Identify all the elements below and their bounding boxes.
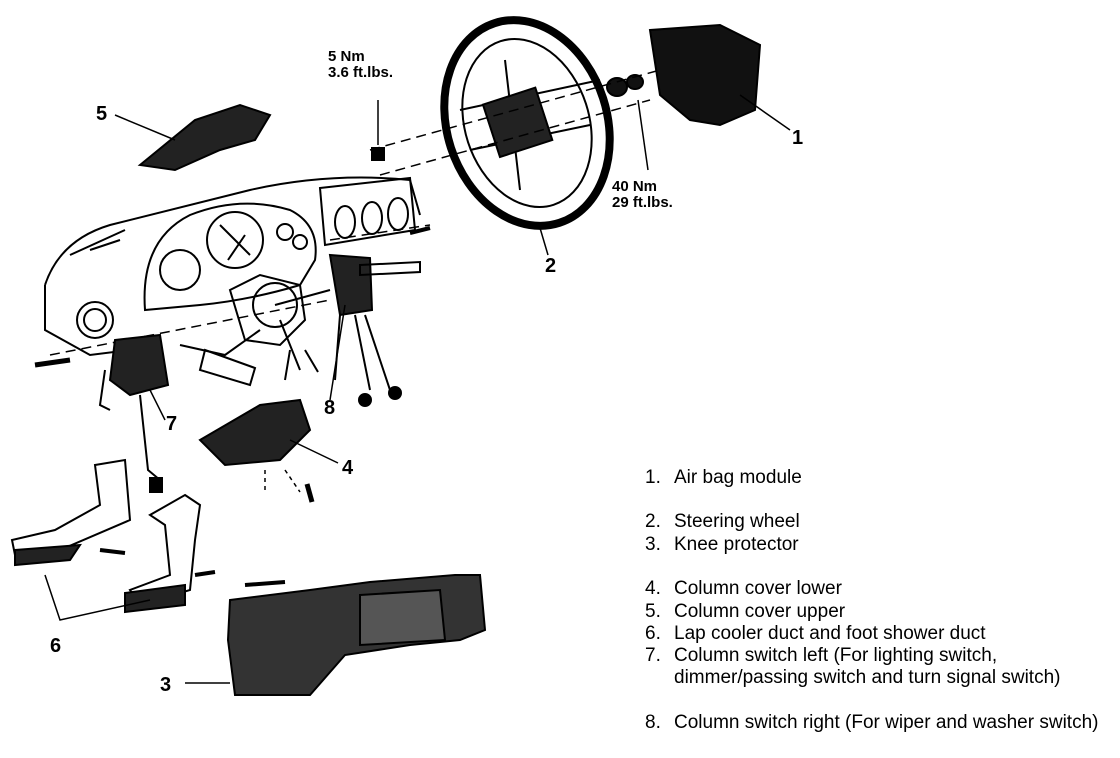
- callout-3: 3: [160, 674, 172, 696]
- torque-spec-nut: 5 Nm 3.6 ft.lbs.: [328, 49, 393, 81]
- legend-text: Column cover upper: [674, 601, 846, 622]
- assembly-axis: [49, 69, 661, 356]
- legend-text: Column switch right (For wiper and washe…: [674, 712, 1099, 733]
- legend-text: Column switch left (For lighting switch,…: [674, 645, 1061, 688]
- torque-ftlb: 29 ft.lbs.: [612, 194, 673, 211]
- callout-8: 8: [324, 397, 336, 419]
- legend-number: 3.: [645, 534, 661, 555]
- leader-5: [114, 114, 176, 141]
- legend-text: Air bag module: [674, 467, 802, 488]
- callout-2: 2: [545, 255, 557, 277]
- air-bag-module: [648, 23, 762, 127]
- knee-protector: [226, 574, 487, 696]
- air-vent-left: [76, 301, 114, 339]
- legend-text: Knee protector: [674, 534, 799, 555]
- legend-number: 8.: [645, 712, 661, 733]
- torque-nm: 5 Nm: [328, 48, 365, 65]
- legend-number: 7.: [645, 645, 661, 666]
- torque-ftlb: 3.6 ft.lbs.: [328, 64, 394, 81]
- column-switch-right: [328, 253, 374, 317]
- column-switch-left: [108, 333, 170, 397]
- callout-1: 1: [792, 127, 804, 149]
- steering-wheel: [440, 16, 614, 230]
- leader-1: [739, 94, 791, 131]
- legend-number: 1.: [645, 467, 661, 488]
- legend-text: Column cover lower: [674, 578, 842, 599]
- legend-number: 5.: [645, 601, 661, 622]
- legend-text: Lap cooler duct and foot shower duct: [674, 623, 986, 644]
- legend-number: 2.: [645, 511, 661, 532]
- leader-2: [539, 227, 549, 256]
- nut-5nm: [371, 147, 385, 161]
- callout-7: 7: [166, 413, 178, 435]
- callout-5: 5: [96, 103, 108, 125]
- legend-number: 6.: [645, 623, 661, 644]
- lap-cooler-duct: [10, 458, 132, 557]
- instrument-cluster: [143, 202, 317, 312]
- leader-7: [149, 389, 166, 421]
- callout-6: 6: [50, 635, 62, 657]
- steering-column: [228, 273, 307, 347]
- leader-40nm: [637, 99, 649, 171]
- dashboard-lower-edge: [44, 285, 131, 357]
- leader-4: [289, 439, 339, 464]
- column-cover-upper: [137, 103, 272, 172]
- legend-text: Steering wheel: [674, 511, 800, 532]
- dashboard-outline: [44, 176, 421, 286]
- legend-number: 4.: [645, 578, 661, 599]
- leader-8: [329, 304, 346, 401]
- torque-spec-wheel: 40 Nm 29 ft.lbs.: [612, 179, 673, 211]
- callout-4: 4: [342, 457, 354, 479]
- column-cover-lower: [198, 398, 312, 467]
- torque-nm: 40 Nm: [612, 178, 658, 195]
